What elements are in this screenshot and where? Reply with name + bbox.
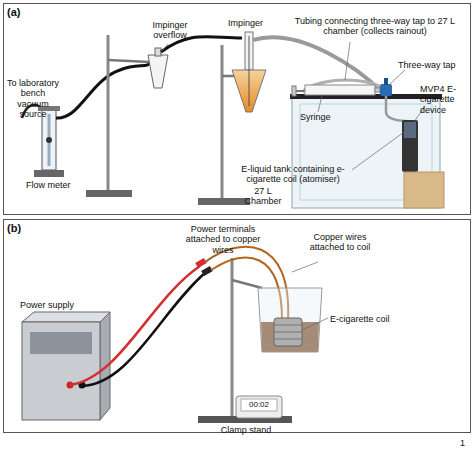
overflow-flask	[148, 55, 168, 88]
callout-label: 1	[460, 438, 472, 448]
black-wire	[82, 272, 206, 386]
clamp-stand-rod	[231, 258, 234, 418]
callout-label: Clamp stand	[206, 425, 286, 435]
tubing	[56, 60, 152, 118]
callout-label: Flow meter	[26, 180, 86, 190]
callout-label: Impinger overflow	[140, 20, 200, 41]
coil-rib	[274, 332, 302, 333]
callout-label: E-cigarette coil	[330, 314, 390, 324]
red-wire	[70, 266, 200, 385]
callout-label: MVP4 E-cigarette device	[420, 84, 472, 115]
three-way-tap	[380, 84, 392, 96]
leader-line	[292, 262, 318, 272]
tubing	[386, 96, 406, 121]
callout-label: Impinger	[228, 18, 278, 28]
callout-label: Syringe	[300, 112, 350, 122]
syringe-plunger	[292, 86, 296, 96]
syringe-rod	[296, 90, 305, 92]
panel-tag: (a)	[7, 6, 20, 18]
callout-label: Copper wires attached to coil	[300, 232, 380, 253]
leader-line	[302, 318, 328, 330]
leader-lines	[206, 252, 328, 330]
stand-base	[198, 198, 250, 205]
callout-label: Tubing connecting three-way tap to 27 L …	[290, 16, 460, 37]
power-supply	[22, 322, 100, 420]
ecig-coil	[274, 318, 302, 346]
syringe-tip	[375, 88, 380, 92]
callout-label: Power terminals attached to copper wires	[176, 224, 270, 255]
callout-label: To laboratory bench vacuum source	[4, 78, 62, 119]
leader-line	[352, 132, 404, 170]
leader-line	[345, 42, 350, 80]
overflow-neck	[155, 48, 161, 56]
power-terminal	[201, 266, 213, 276]
panel-tag: (b)	[7, 222, 21, 234]
stand-rod	[107, 35, 110, 192]
leader-line	[318, 96, 322, 112]
flow-meter-float	[46, 137, 52, 143]
stand-clamp	[108, 60, 150, 62]
timer-readout: 00:02	[241, 399, 277, 411]
flow-meter-base	[34, 170, 64, 177]
coil-ribs	[274, 325, 302, 339]
leader-line	[390, 70, 405, 84]
callout-label: Three-way tap	[398, 60, 470, 70]
tap-handle	[384, 78, 388, 85]
timer-display	[241, 399, 277, 411]
stand-base	[86, 190, 132, 197]
callout-label: E-liquid tank containing e-cigarette coi…	[232, 164, 354, 185]
stand-clamp	[232, 280, 262, 288]
leader-line	[160, 44, 168, 54]
beaker	[258, 288, 322, 352]
coil-rib	[274, 339, 302, 340]
cardboard-box	[404, 172, 444, 208]
callout-label: 27 L Chamber	[238, 186, 288, 207]
timer	[236, 396, 282, 418]
ecig-device	[402, 120, 418, 172]
leader-lines	[160, 42, 425, 170]
callout-label: Power supply	[20, 300, 100, 310]
psu-top	[22, 312, 110, 322]
impinger-inlet	[249, 36, 250, 106]
psu-panel	[30, 332, 92, 354]
stand-rod	[221, 45, 224, 200]
ecig-tank	[404, 122, 416, 138]
syringe-barrel	[305, 85, 375, 95]
power-terminal	[195, 258, 207, 268]
coil-rib	[274, 325, 302, 326]
